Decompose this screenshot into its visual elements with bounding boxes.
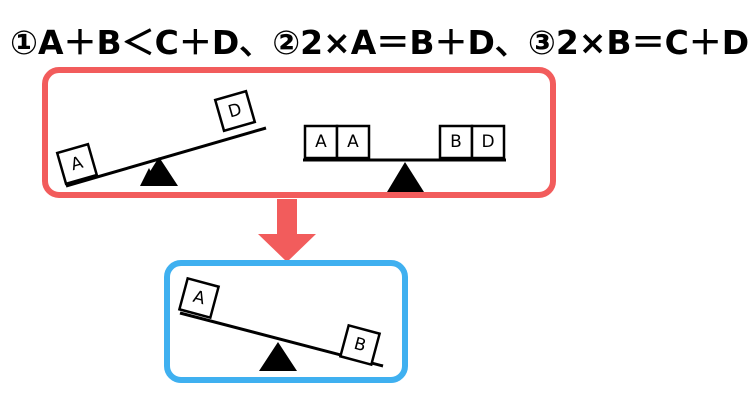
- arrow-head: [258, 234, 316, 262]
- bottom-frame: [164, 260, 408, 383]
- box-d: D: [470, 124, 506, 160]
- left-seesaw: A D: [55, 89, 267, 188]
- box-a: A: [55, 142, 99, 186]
- fulcrum: [141, 157, 178, 186]
- box-a: A: [303, 124, 339, 160]
- seesaw-diagram: A D A A B D: [42, 67, 556, 383]
- down-arrow: [258, 199, 316, 262]
- right-seesaw: A A B D: [303, 124, 506, 192]
- bottom-seesaw: A B: [177, 276, 384, 371]
- box-label: B: [450, 132, 462, 152]
- box-label: D: [226, 100, 244, 123]
- box-b: B: [438, 124, 474, 160]
- box-a: A: [177, 276, 221, 320]
- diagram-canvas: ①A＋B＜C＋D、②2×A＝B＋D、③2×B＝C＋D A D: [10, 23, 749, 383]
- seesaw-beam: [65, 126, 267, 188]
- box-d: D: [213, 89, 257, 133]
- inequality-header: ①A＋B＜C＋D、②2×A＝B＋D、③2×B＝C＋D: [10, 23, 749, 62]
- box-label: A: [347, 132, 359, 152]
- box-a: A: [335, 124, 371, 160]
- box-label: A: [315, 132, 327, 152]
- fulcrum: [387, 162, 424, 192]
- fulcrum: [259, 342, 297, 371]
- arrow-shaft: [277, 199, 297, 236]
- top-frame: [42, 67, 556, 198]
- box-label: D: [481, 132, 494, 152]
- box-label: A: [191, 287, 208, 309]
- box-b: B: [338, 323, 382, 367]
- box-label: B: [352, 334, 368, 356]
